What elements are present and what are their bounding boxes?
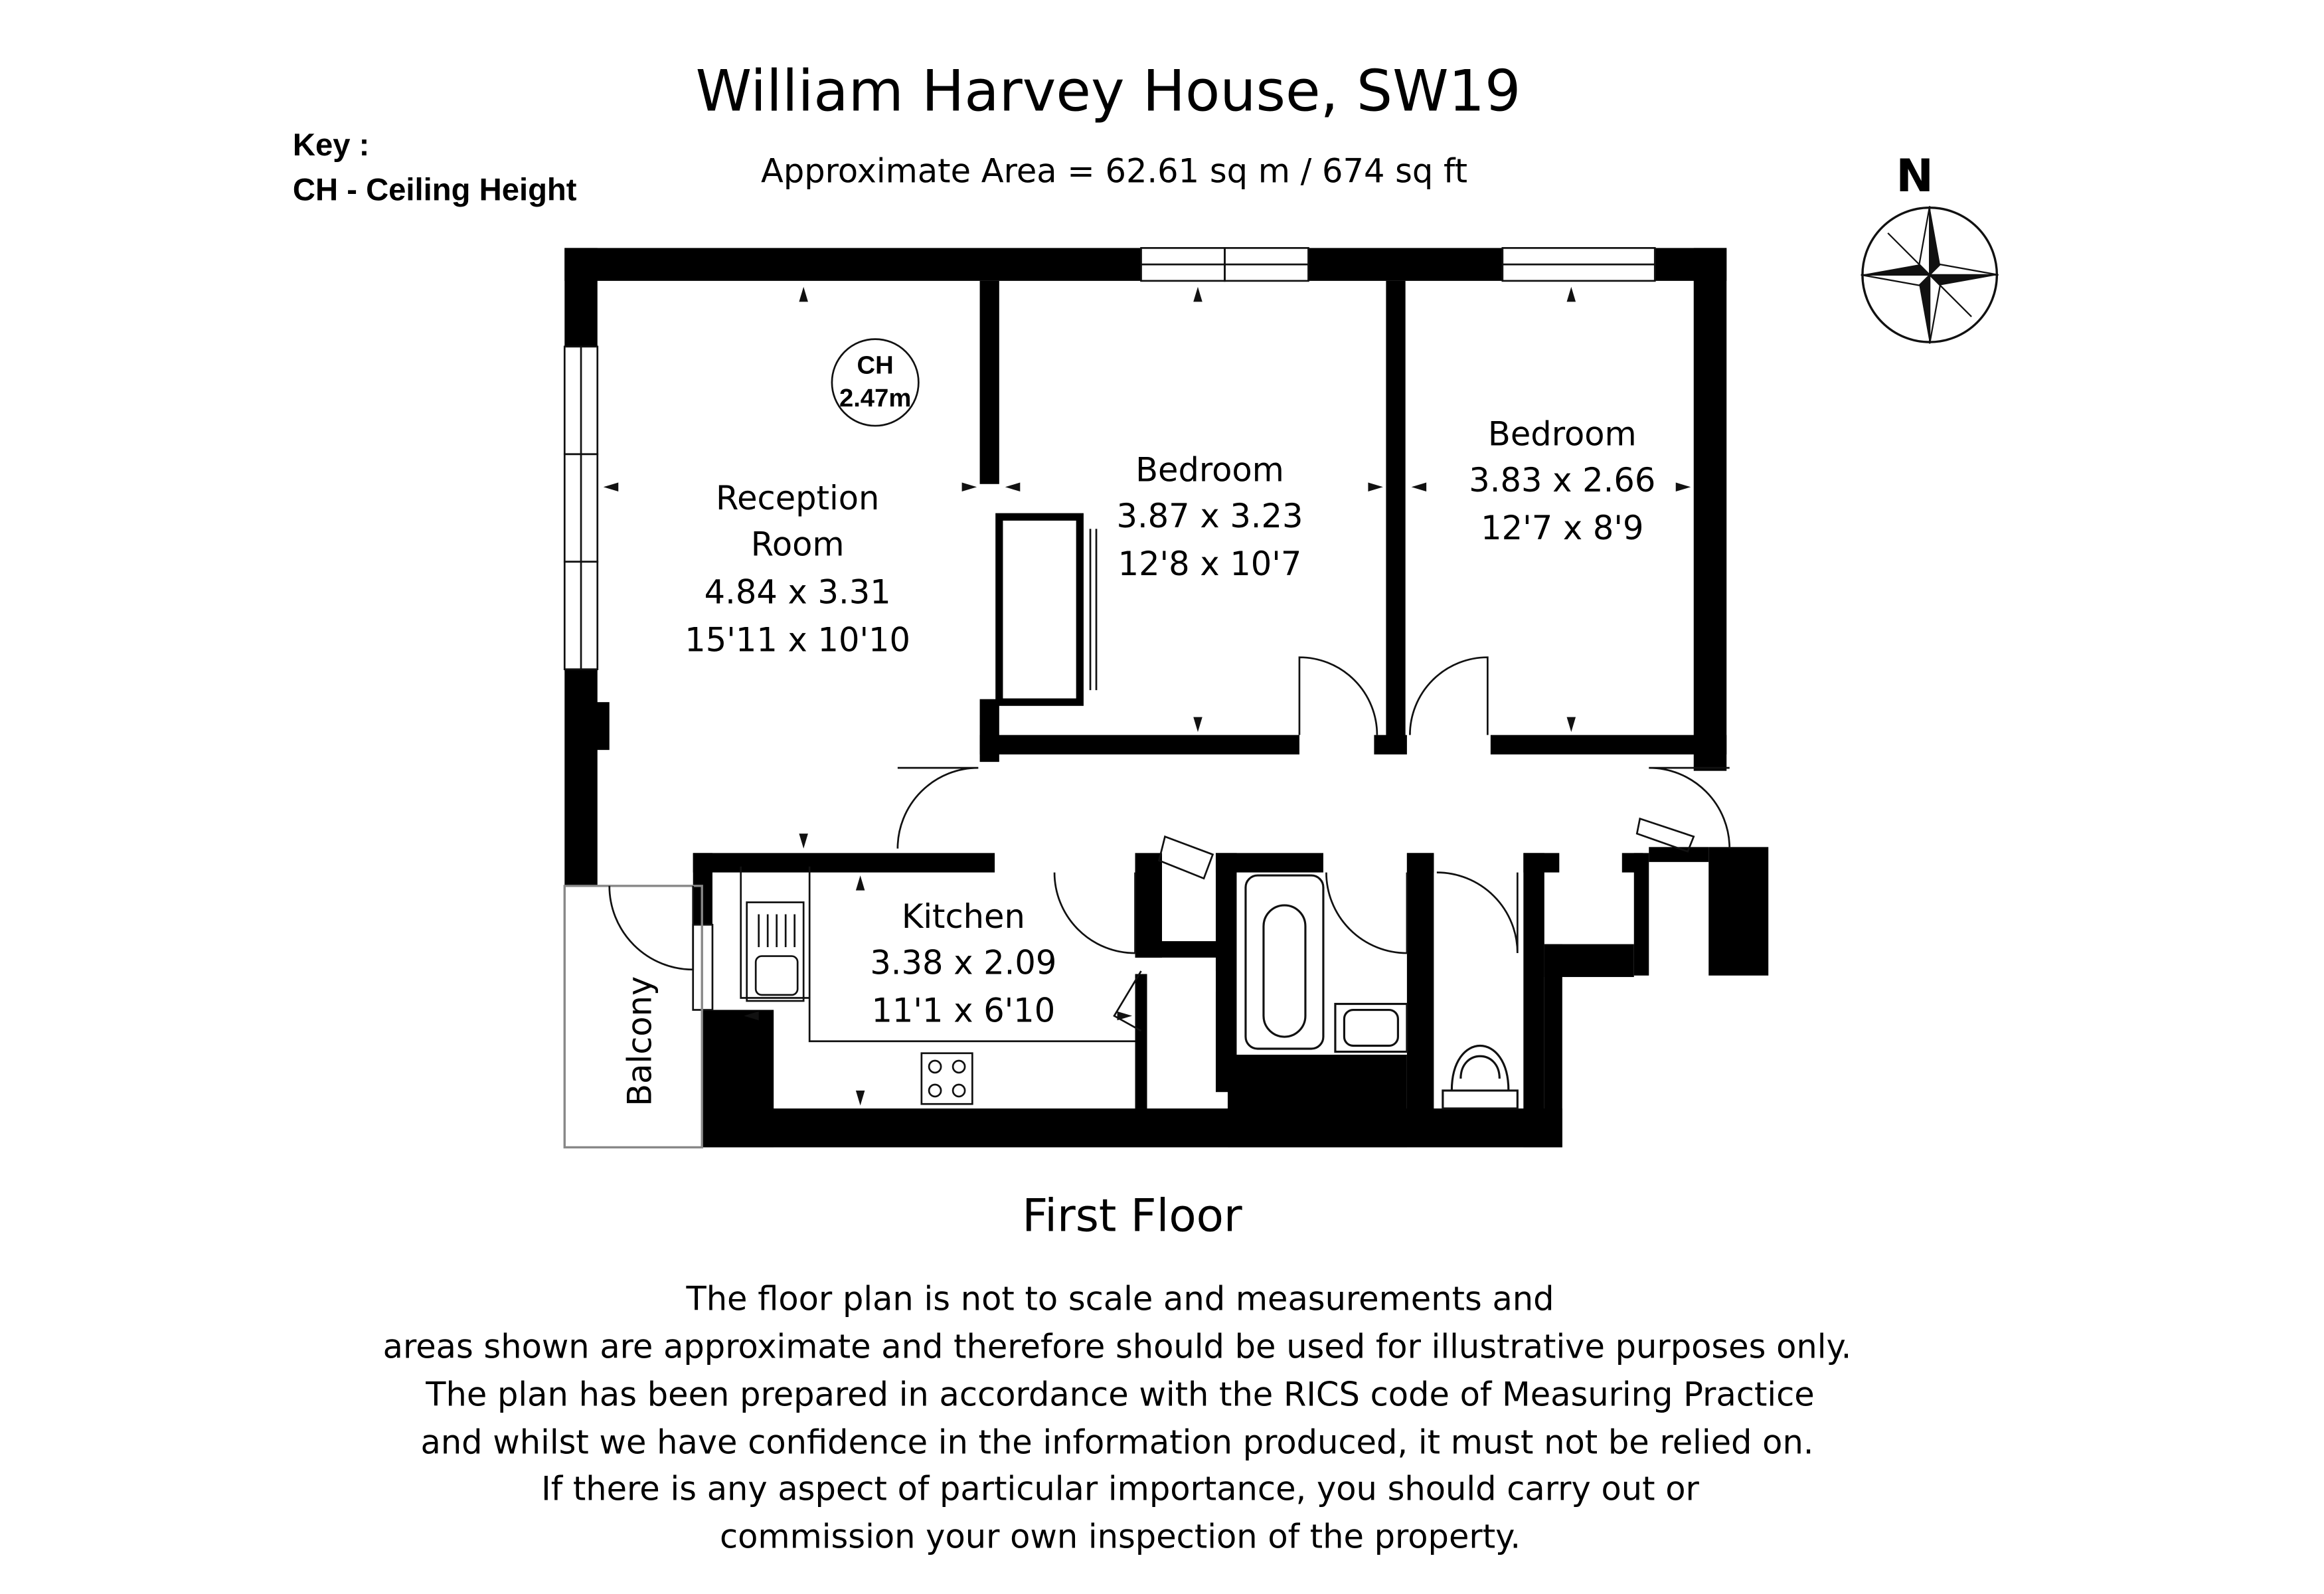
hob-icon <box>920 1052 973 1105</box>
kitchen-metric: 3.38 x 2.09 <box>870 944 1056 982</box>
wardrobe <box>995 513 1098 706</box>
approximate-area: Approximate Area = 62.61 sq m / 674 sq f… <box>761 151 1467 190</box>
plan-title: William Harvey House, SW19 <box>696 58 1521 124</box>
measurement-arrows <box>603 286 1691 1106</box>
reception-room-imperial: 15'11 x 10'10 <box>685 621 910 660</box>
bedroom-1-name: Bedroom <box>1135 450 1284 489</box>
disclaimer-line: and whilst we have confidence in the inf… <box>421 1423 1814 1462</box>
kitchen-imperial: 11'1 x 6'10 <box>871 992 1055 1030</box>
disclaimer-line: The plan has been prepared in accordance… <box>425 1375 1814 1414</box>
ceiling-height-marker <box>831 338 920 427</box>
reception-room-metric: 4.84 x 3.31 <box>705 573 891 612</box>
compass-icon <box>1861 206 1999 344</box>
compass-north-label: N <box>1896 149 1933 202</box>
disclaimer-line: areas shown are approximate and therefor… <box>383 1328 1852 1366</box>
floor-label: First Floor <box>1022 1189 1242 1241</box>
walls <box>564 248 1769 1148</box>
ceiling-height-label: CH <box>857 351 894 379</box>
bathroom-basin-icon <box>1334 1002 1408 1053</box>
bathtub-icon <box>1244 874 1325 1050</box>
kitchen-name: Kitchen <box>902 897 1025 936</box>
disclaimer-line: The floor plan is not to scale and measu… <box>685 1280 1554 1318</box>
door-swings <box>608 656 1731 1032</box>
bedroom-1-imperial: 12'8 x 10'7 <box>1118 545 1302 583</box>
disclaimer-line: commission your own inspection of the pr… <box>720 1517 1521 1555</box>
disclaimer: The floor plan is not to scale and measu… <box>383 1280 1852 1556</box>
reception-room-name-line2: Room <box>751 525 845 564</box>
balcony-label: Balcony <box>621 976 659 1107</box>
bedroom-2-metric: 3.83 x 2.66 <box>1469 461 1655 499</box>
kitchen-sink-icon <box>746 901 805 1002</box>
bedroom-2-imperial: 12'7 x 8'9 <box>1481 509 1643 547</box>
balcony-outline <box>563 885 703 1149</box>
disclaimer-line: If there is any aspect of particular imp… <box>541 1469 1699 1508</box>
ceiling-height-value: 2.47m <box>839 384 911 412</box>
bedroom-1-metric: 3.87 x 3.23 <box>1116 497 1303 535</box>
key-heading: Key : <box>293 128 369 163</box>
toilet-icon <box>1442 1045 1519 1110</box>
key-ceiling-height: CH - Ceiling Height <box>293 172 577 207</box>
bedroom-2-name: Bedroom <box>1488 414 1637 453</box>
reception-room-name-line1: Reception <box>716 479 879 517</box>
